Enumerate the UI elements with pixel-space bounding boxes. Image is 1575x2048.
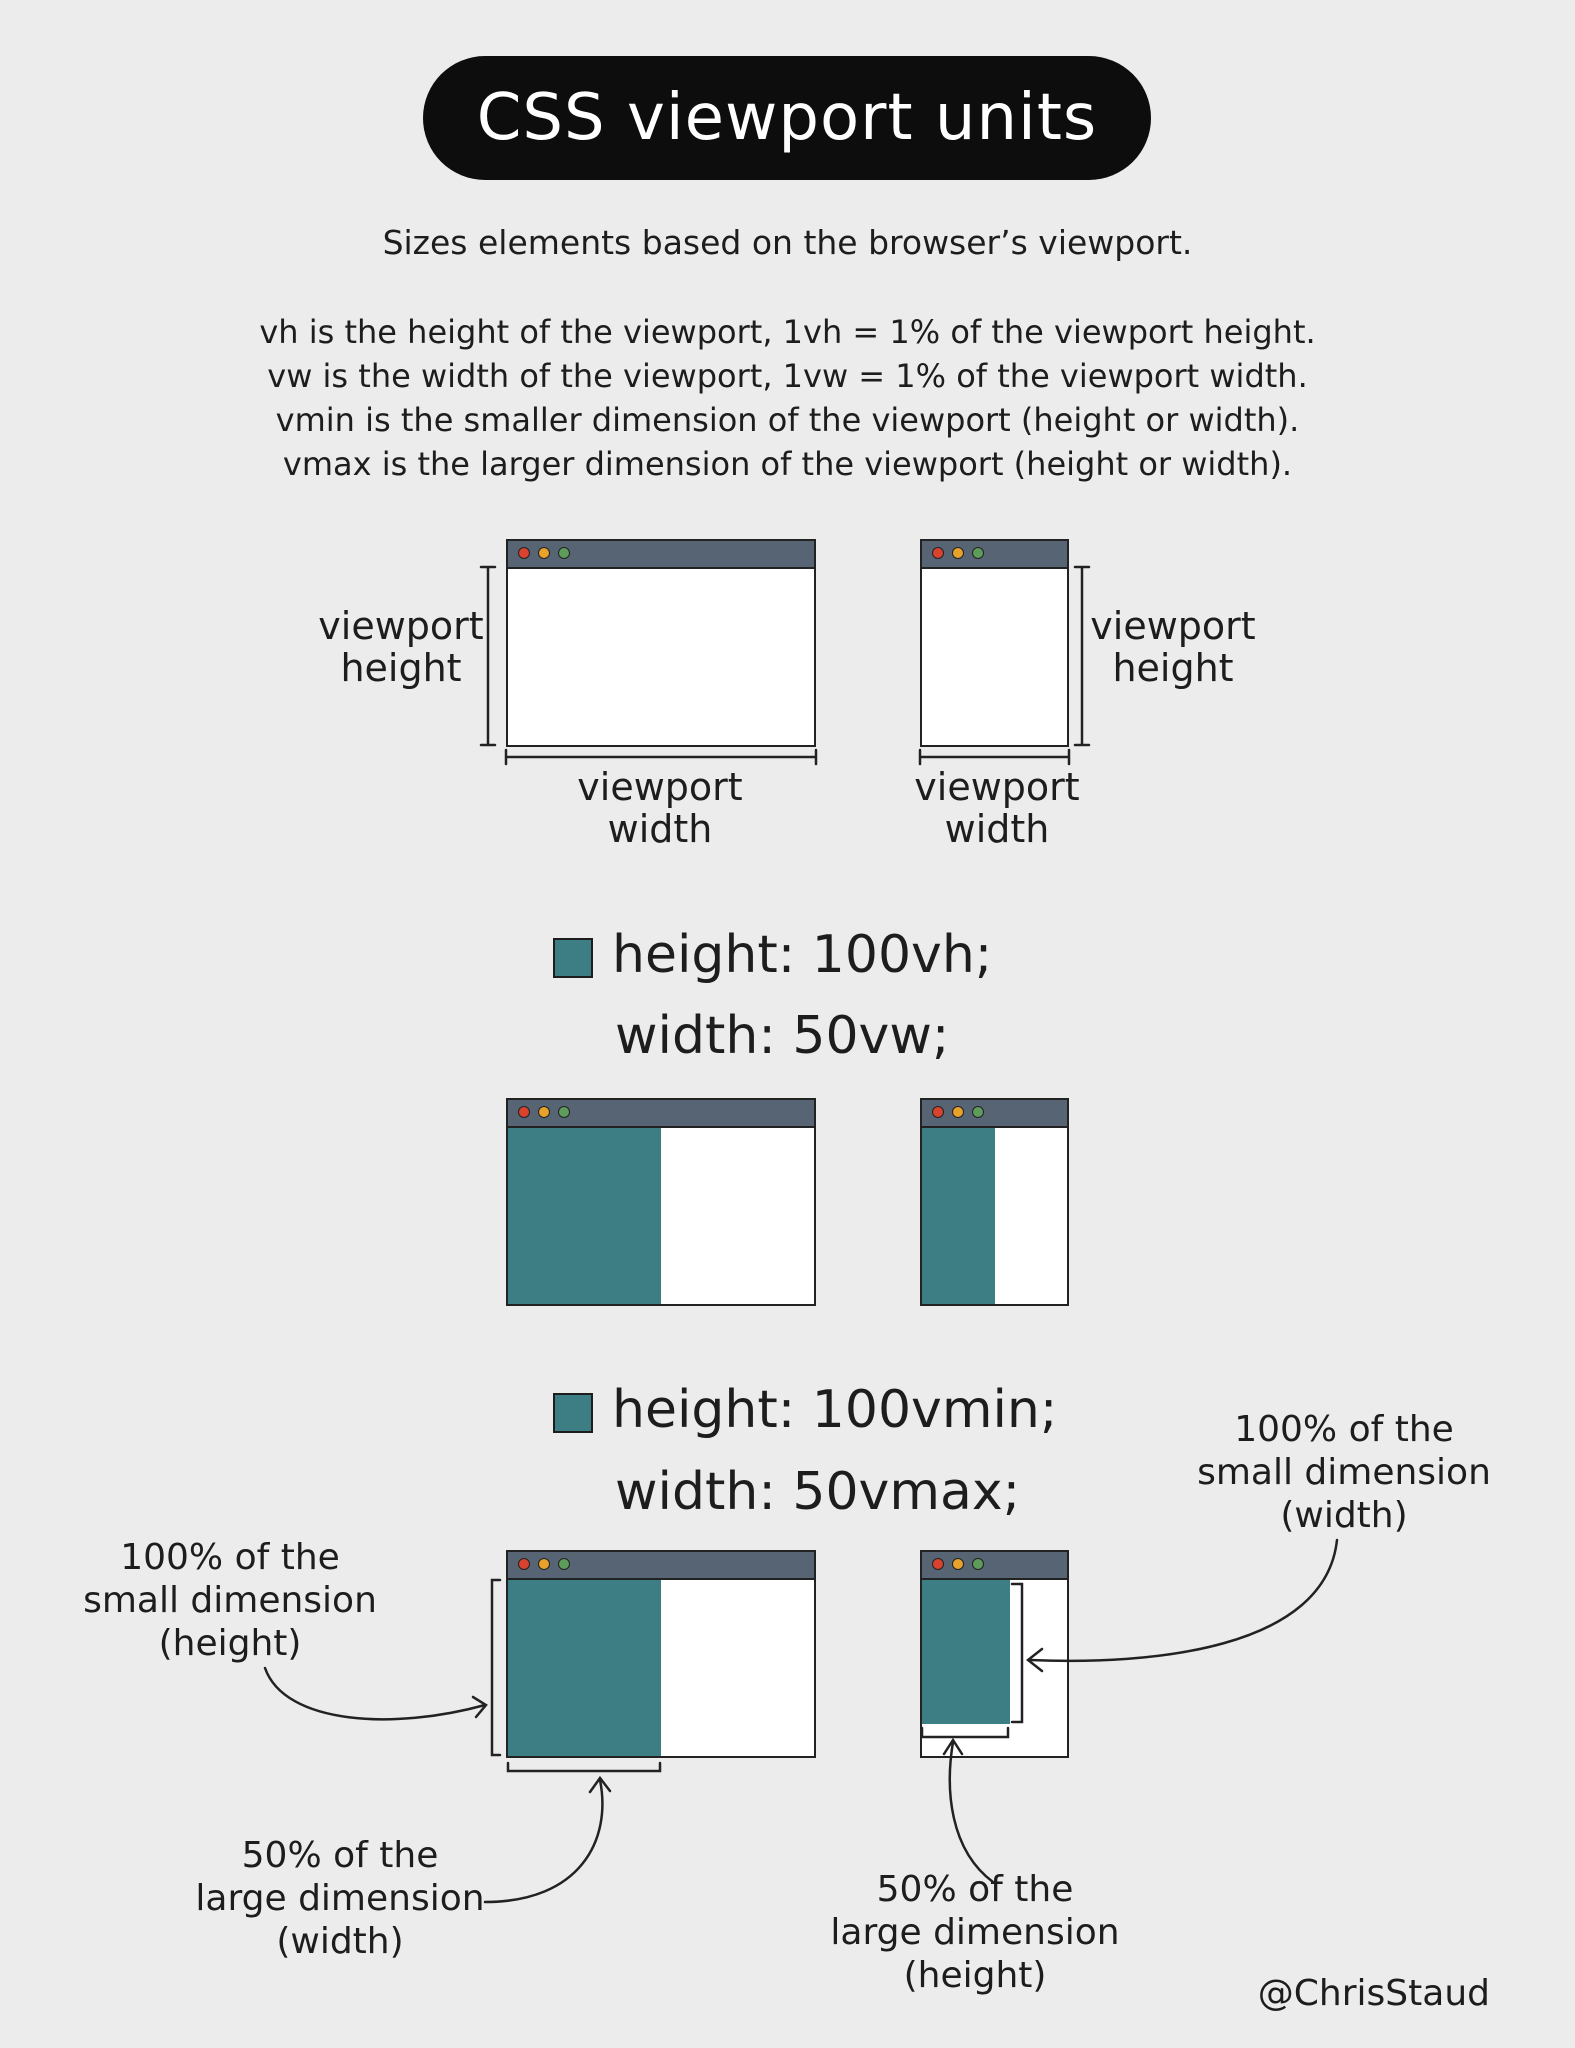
element-fill [922,1128,995,1304]
example2-height-code: height: 100vmin; [612,1380,1058,1440]
width-bracket-right [918,748,1071,766]
close-dot-icon [518,547,530,559]
close-dot-icon [518,1558,530,1570]
intro-text: Sizes elements based on the browser’s vi… [382,223,1193,262]
window-titlebar [922,1100,1067,1128]
definition-vmin: vmin is the smaller dimension of the vie… [275,401,1300,439]
minimize-dot-icon [952,1106,964,1118]
maximize-dot-icon [972,1106,984,1118]
arrowhead-right-small [1025,1647,1044,1673]
definition-vmax: vmax is the larger dimension of the view… [282,445,1293,483]
example2-width-code: width: 50vmax; [615,1462,1021,1522]
arrowhead-right-large [942,1737,964,1756]
maximize-dot-icon [558,1558,570,1570]
close-dot-icon [932,1106,944,1118]
minimize-dot-icon [538,1106,550,1118]
element-fill [508,1128,661,1304]
width-bracket-left [504,748,818,766]
definitions: vh is the height of the viewport, 1vh = … [100,310,1475,486]
close-dot-icon [932,547,944,559]
window-titlebar [922,541,1067,569]
narrow-browser-window-vw [920,1098,1069,1306]
author-credit: @ChrisStaud [1257,1973,1490,2014]
narrow-browser-window-vmin [920,1550,1069,1758]
window-titlebar [508,1552,814,1580]
arrowhead-left-large [588,1775,612,1794]
small-height-bracket [490,1578,502,1757]
large-height-bracket [920,1726,1010,1739]
definition-vw: vw is the width of the viewport, 1vw = 1… [267,357,1308,395]
height-bracket-left [479,565,497,747]
element-fill [922,1580,1011,1725]
maximize-dot-icon [972,547,984,559]
example1-height-code: height: 100vh; [612,925,993,985]
wide-browser-window-vw [506,1098,816,1306]
minimize-dot-icon [952,1558,964,1570]
window-titlebar [508,1100,814,1128]
element-fill [508,1580,661,1756]
maximize-dot-icon [558,1106,570,1118]
wide-browser-window-vmin [506,1550,816,1758]
title-banner: CSS viewport units [423,56,1151,180]
page-title: CSS viewport units [476,81,1098,155]
small-width-bracket [1010,1582,1024,1724]
wide-browser-window [506,539,816,747]
height-bracket-right [1073,565,1091,747]
minimize-dot-icon [538,1558,550,1570]
close-dot-icon [932,1558,944,1570]
example1-width-code: width: 50vw; [615,1006,950,1066]
window-titlebar [508,541,814,569]
narrow-browser-window [920,539,1069,747]
maximize-dot-icon [558,547,570,559]
arrow-left-large [483,1778,604,1904]
teal-swatch [553,1393,593,1433]
minimize-dot-icon [952,547,964,559]
arrow-left-small [263,1666,487,1721]
arrow-right-small [1028,1538,1339,1663]
arrow-right-large [948,1740,995,1884]
large-width-bracket [506,1761,662,1773]
teal-swatch [553,938,593,978]
window-titlebar [922,1552,1067,1580]
minimize-dot-icon [538,547,550,559]
definition-vh: vh is the height of the viewport, 1vh = … [259,313,1316,351]
close-dot-icon [518,1106,530,1118]
maximize-dot-icon [972,1558,984,1570]
arrowhead-left-small [471,1695,488,1719]
